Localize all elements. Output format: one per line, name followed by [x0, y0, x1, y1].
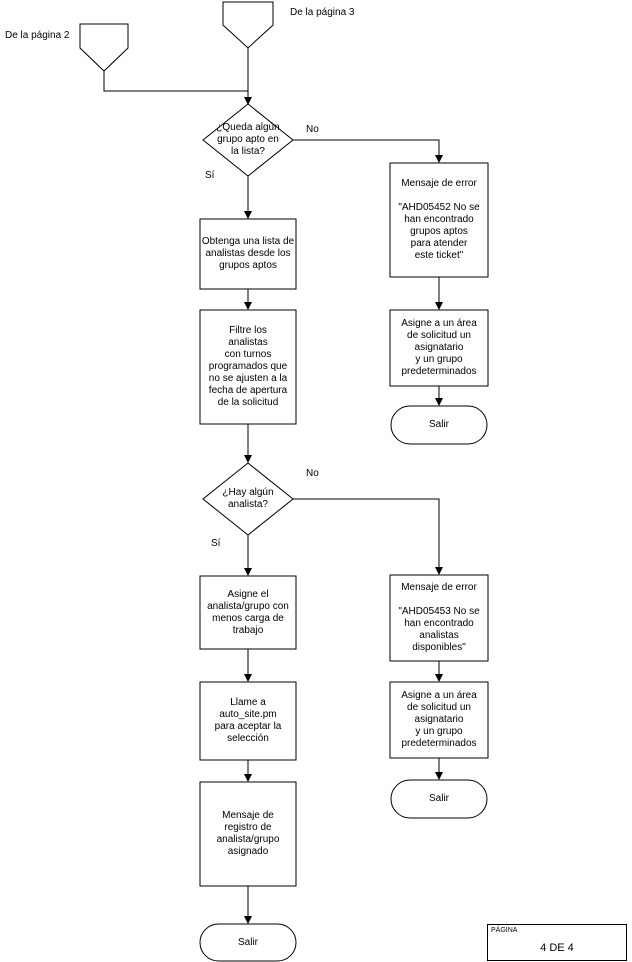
get-list-text: Obtenga una lista de analistas desde los…: [201, 236, 295, 271]
flow-line-no: [293, 139, 443, 163]
page-number-box: PÁGINA 4 DE 4: [487, 924, 627, 961]
exit-2-label: Salir: [428, 793, 449, 804]
page-caption: PÁGINA: [491, 927, 518, 934]
decision-2-no-label: No: [306, 468, 319, 479]
error-box-1: [389, 162, 489, 278]
assign-default-2-text: Asigne a un área de solicitud un asignat…: [401, 690, 477, 749]
assign-default-box-1: [389, 309, 489, 387]
error-box-2: [389, 574, 489, 662]
decision-2-yes-label: Sí: [211, 538, 221, 549]
call-auto-site-box: [199, 681, 297, 761]
offpage-connector-page-2: [79, 23, 129, 72]
assign-default-1-text: Asigne a un área de solicitud un asignat…: [401, 318, 477, 377]
exit-terminator-1: [390, 405, 488, 445]
decision-1-no-label: No: [306, 124, 319, 135]
offpage-connector-page-3: [222, 1, 274, 49]
call-site-text: Llame a auto_site.pm para aceptar la sel…: [214, 697, 282, 744]
filter-text: Filtre los analistas con turnos programa…: [208, 325, 288, 408]
assign-default-box-2: [389, 681, 489, 759]
filter-analysts-box: [199, 309, 297, 425]
exit-1-label: Salir: [428, 419, 449, 430]
error-1-title: Mensaje de error: [401, 178, 477, 189]
error-2-title: Mensaje de error: [401, 582, 477, 593]
exit-terminator-3: [199, 923, 297, 962]
get-analyst-list-box: [199, 218, 297, 290]
exit-terminator-2: [390, 779, 488, 819]
flow-line: [103, 71, 248, 92]
log-message-box: [199, 781, 297, 887]
log-message-text: Mensaje de registro de analista/grupo as…: [216, 810, 280, 857]
error-2-message: "AHD05453 No se han encontrado analistas…: [398, 606, 480, 653]
decision-1-yes-label: Sí: [205, 170, 215, 181]
error-2-content: Mensaje de error "AHD05453 No se han enc…: [390, 575, 488, 661]
from-page-2-label: De la página 2: [5, 30, 70, 41]
from-page-3-label: De la página 3: [290, 7, 355, 18]
flow-line-no: [293, 498, 443, 575]
error-1-message: "AHD05452 No se han encontrado grupos ap…: [398, 202, 480, 261]
page-number: 4 DE 4: [540, 942, 574, 954]
error-1-content: Mensaje de error "AHD05452 No se han enc…: [390, 163, 488, 277]
decision-2-text: ¿Hay algún analista?: [222, 487, 274, 510]
assign-least-text: Asigne el analista/grupo con menos carga…: [207, 588, 289, 636]
decision-1-text: ¿Queda algún grupo apto en la lista?: [216, 122, 280, 157]
exit-3-label: Salir: [237, 936, 258, 948]
